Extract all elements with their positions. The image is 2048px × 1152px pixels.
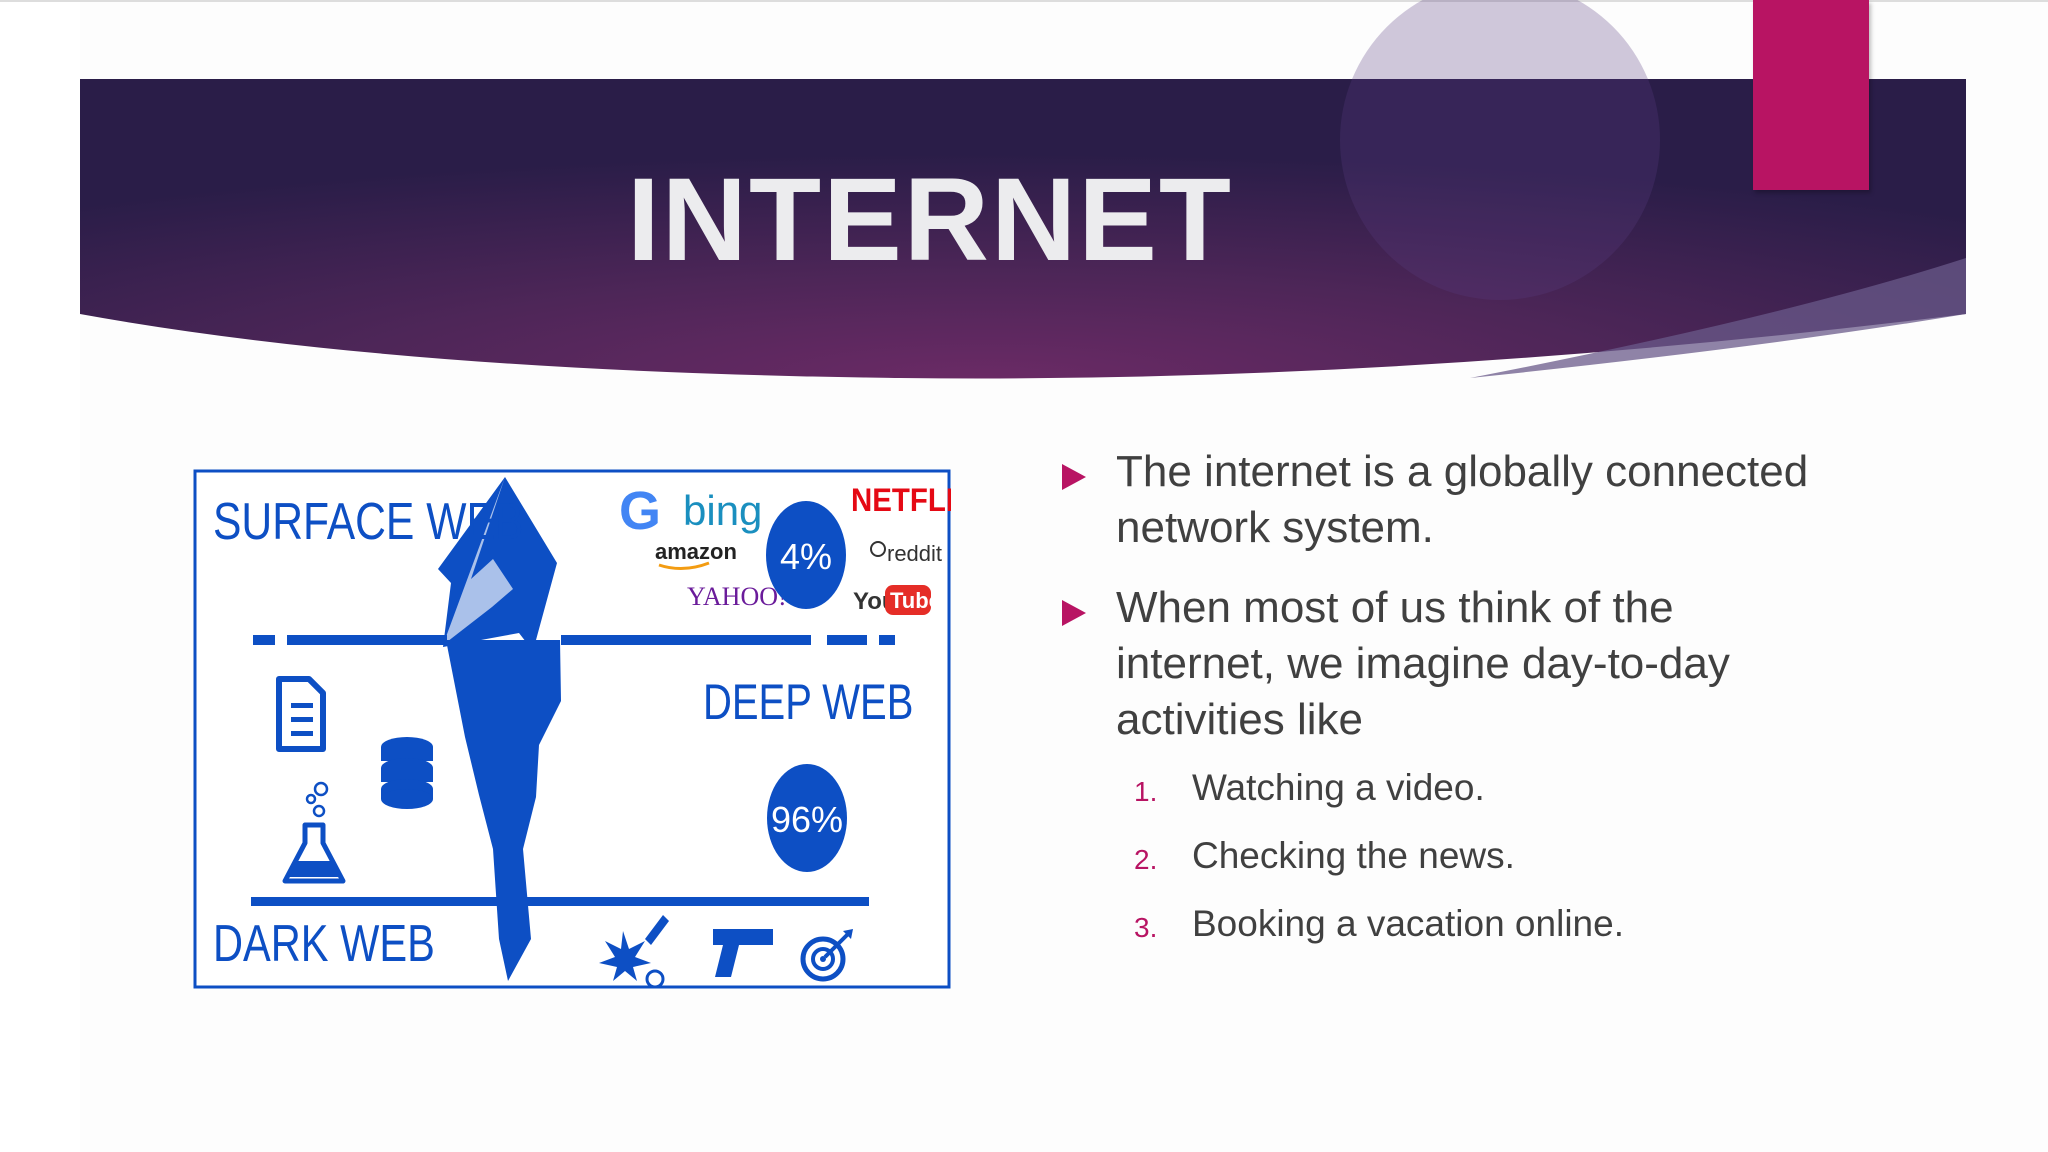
sub-item: 3. Booking a vacation online. bbox=[1134, 902, 1818, 946]
dark-line bbox=[251, 897, 869, 906]
sub-item-number: 2. bbox=[1134, 844, 1158, 875]
surface-line-dash-2 bbox=[827, 635, 867, 645]
left-margin bbox=[0, 2, 80, 1152]
pistol-icon bbox=[713, 929, 773, 977]
iceberg-body bbox=[446, 640, 561, 981]
netflix-logo: NETFLIX bbox=[851, 482, 951, 518]
deep-percent: 96% bbox=[771, 799, 843, 840]
surface-web-label: SURFACE WEB bbox=[213, 493, 523, 551]
numbered-sublist: 1. Watching a video. 2. Checking the new… bbox=[1058, 766, 1818, 946]
youtube-logo-right: Tube bbox=[890, 588, 941, 613]
sub-item: 1. Watching a video. bbox=[1134, 766, 1818, 810]
slide-title: INTERNET bbox=[627, 154, 1233, 286]
drugs-icon bbox=[599, 915, 669, 989]
google-logo: G bbox=[619, 481, 661, 541]
reddit-icon bbox=[870, 541, 886, 557]
bullet-list: The internet is a globally connected net… bbox=[1058, 444, 1818, 970]
dark-web-label: DARK WEB bbox=[213, 914, 435, 973]
flask-icon bbox=[282, 781, 346, 884]
sub-item-number: 1. bbox=[1134, 776, 1158, 807]
iceberg-highlight bbox=[443, 477, 513, 645]
top-border bbox=[0, 0, 2048, 2]
surface-line-dash-3 bbox=[879, 635, 895, 645]
document-icon bbox=[276, 676, 326, 752]
surface-percent-badge bbox=[766, 501, 846, 609]
bullet-arrow-icon bbox=[1062, 464, 1086, 490]
deep-percent-badge bbox=[767, 764, 847, 872]
bullet-arrow-icon bbox=[1062, 600, 1086, 626]
deep-web-label: DEEP WEB bbox=[703, 674, 913, 730]
surface-percent: 4% bbox=[780, 536, 832, 577]
target-icon bbox=[800, 929, 853, 982]
iceberg-web-diagram: SURFACE WEB DEEP WEB DARK WEB G bing ama… bbox=[193, 469, 951, 989]
surface-line-dash bbox=[253, 635, 275, 645]
sub-item: 2. Checking the news. bbox=[1134, 834, 1818, 878]
accent-tab bbox=[1753, 0, 1869, 190]
sub-item-number: 3. bbox=[1134, 912, 1158, 943]
bullet-text: When most of us think of the internet, w… bbox=[1116, 583, 1730, 744]
bing-logo: bing bbox=[683, 487, 762, 534]
bullet-item: The internet is a globally connected net… bbox=[1058, 444, 1818, 556]
reddit-logo: reddit bbox=[887, 541, 942, 566]
sub-item-text: Watching a video. bbox=[1192, 767, 1485, 808]
amazon-smile bbox=[658, 561, 710, 570]
amazon-logo: amazon bbox=[655, 539, 737, 564]
yahoo-logo: YAHOO! bbox=[687, 582, 787, 611]
title-banner bbox=[80, 0, 1966, 379]
youtube-badge bbox=[885, 585, 931, 615]
bullet-item: When most of us think of the internet, w… bbox=[1058, 580, 1818, 748]
sub-item-text: Checking the news. bbox=[1192, 835, 1515, 876]
bullet-text: The internet is a globally connected net… bbox=[1116, 447, 1809, 552]
surface-line-left bbox=[287, 635, 447, 645]
database-icon bbox=[381, 737, 433, 809]
surface-line-right bbox=[561, 635, 811, 645]
sub-item-text: Booking a vacation online. bbox=[1192, 903, 1624, 944]
